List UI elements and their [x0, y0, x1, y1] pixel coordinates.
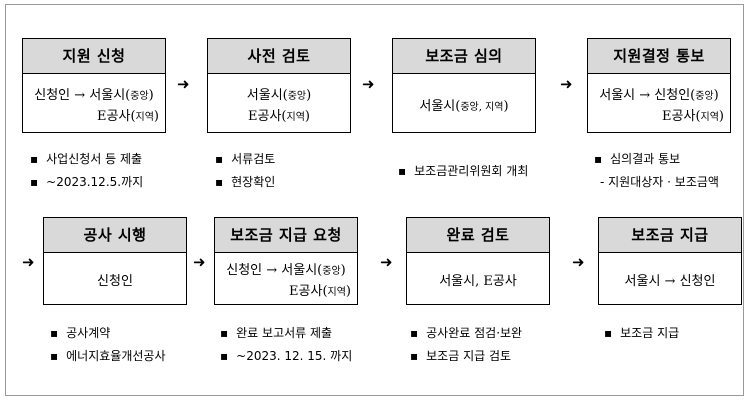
step-notes: 보조금관리위원회 개최: [398, 160, 528, 183]
note-item: 서류검토: [215, 148, 275, 171]
step-title: 지원 신청: [23, 39, 165, 74]
step-decision-notice: 지원결정 통보 서울시 → 신청인(중앙) E공사(지역): [587, 38, 731, 133]
step-subsidy-review: 보조금 심의 서울시(중앙, 지역): [392, 38, 536, 133]
note-item: 현장확인: [215, 171, 275, 194]
step-line: E공사(지역): [248, 109, 310, 124]
step-title: 지원결정 통보: [588, 39, 730, 74]
note-item: 사업신청서 등 제출: [30, 148, 143, 171]
step-line: 서울시 → 신청인(중앙): [599, 88, 719, 103]
note-item: 보조금 지급 검토: [410, 345, 522, 368]
step-title: 공사 시행: [44, 218, 186, 253]
step-notes: 심의결과 통보 - 지원대상자 · 보조금액: [594, 148, 719, 195]
note-item: 보조금 지급: [604, 322, 679, 345]
step-notes: 공사계약 에너지효율개선공사: [50, 322, 166, 369]
step-payment: 보조금 지급 서울시 → 신청인: [598, 217, 742, 305]
flow-arrow-icon: ➜: [193, 253, 206, 271]
step-line: 서울시(중앙): [246, 88, 312, 103]
step-title: 완료 검토: [407, 218, 549, 253]
step-construction: 공사 시행 신청인: [43, 217, 187, 305]
note-item: 공사계약: [50, 322, 166, 345]
step-line: 서울시 → 신청인: [624, 274, 716, 289]
step-line: 서울시(중앙, 지역): [419, 99, 509, 114]
note-item: 보조금관리위원회 개최: [398, 160, 528, 183]
step-line: E공사(지역): [662, 109, 724, 124]
step-payment-request: 보조금 지급 요청 신청인 → 서울시(중앙) E공사(지역): [214, 217, 358, 305]
note-item: ~2023.12.5.까지: [30, 171, 143, 194]
step-title: 보조금 지급 요청: [215, 218, 357, 253]
flow-arrow-icon: ➜: [572, 253, 585, 271]
step-notes: 사업신청서 등 제출 ~2023.12.5.까지: [30, 148, 143, 195]
step-notes: 보조금 지급: [604, 322, 679, 345]
step-title: 사전 검토: [208, 39, 350, 74]
step-line: E공사(지역): [289, 284, 351, 299]
step-line: E공사(지역): [97, 109, 159, 124]
note-item: 완료 보고서류 제출: [220, 322, 352, 345]
flow-arrow-icon: ➜: [362, 75, 375, 93]
step-line: 신청인 → 서울시(중앙): [34, 88, 154, 103]
flow-arrow-icon: ➜: [22, 253, 35, 271]
note-item: 심의결과 통보: [594, 148, 719, 171]
step-title: 보조금 심의: [393, 39, 535, 74]
step-apply: 지원 신청 신청인 → 서울시(중앙) E공사(지역): [22, 38, 166, 133]
step-line: 신청인 → 서울시(중앙): [226, 263, 346, 278]
step-notes: 서류검토 현장확인: [215, 148, 275, 195]
note-item: 에너지효율개선공사: [50, 345, 165, 368]
flow-arrow-icon: ➜: [177, 75, 190, 93]
diagram-frame: [5, 4, 744, 396]
step-title: 보조금 지급: [599, 218, 741, 253]
step-notes: 공사완료 점검·보완 보조금 지급 검토: [410, 322, 522, 369]
step-line: 서울시, E공사: [439, 274, 517, 289]
flow-arrow-icon: ➜: [380, 253, 393, 271]
note-item: 공사완료 점검·보완: [410, 322, 522, 345]
step-notes: 완료 보고서류 제출 ~2023. 12. 15. 까지: [220, 322, 352, 369]
note-subitem: - 지원대상자 · 보조금액: [600, 175, 719, 190]
flow-arrow-icon: ➜: [560, 75, 573, 93]
step-pre-review: 사전 검토 서울시(중앙) E공사(지역): [207, 38, 351, 133]
note-item: ~2023. 12. 15. 까지: [220, 345, 352, 368]
step-line: 신청인: [97, 274, 133, 289]
step-completion-review: 완료 검토 서울시, E공사: [406, 217, 550, 305]
